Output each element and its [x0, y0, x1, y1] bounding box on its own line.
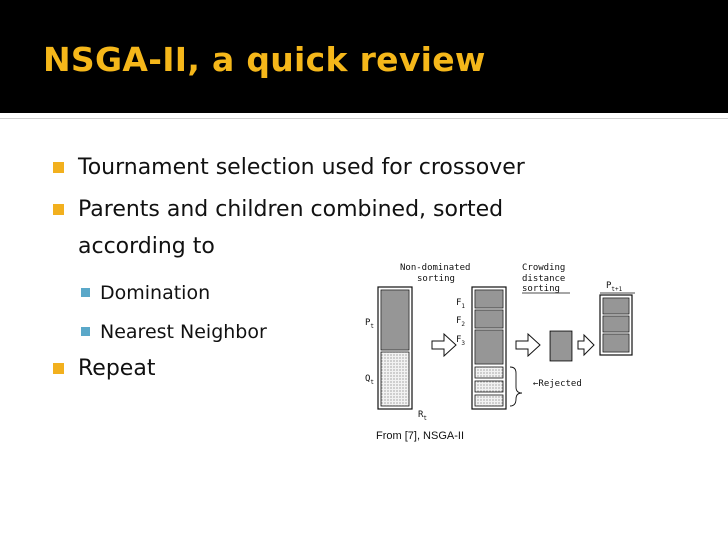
- arrow-right-icon: [577, 333, 595, 357]
- sub-bullet-text: Nearest Neighbor: [100, 321, 267, 343]
- label-non-dominated: Non-dominated: [400, 263, 470, 273]
- label-f1: F1: [456, 298, 465, 310]
- bullet-text: Tournament selection used for crossover: [78, 155, 525, 180]
- label-f3: F3: [456, 335, 465, 347]
- front-f1-block: [474, 289, 504, 309]
- label-crowding: Crowding: [522, 263, 565, 273]
- label-sorting-2: sorting: [522, 284, 560, 294]
- bullet-text: according to: [78, 234, 215, 259]
- label-pt1: Pt+1: [606, 281, 623, 293]
- square-bullet-icon: [81, 327, 90, 336]
- label-sorting: sorting: [417, 274, 455, 284]
- bullet-item: Repeat: [53, 356, 156, 381]
- bullet-text: Parents and children combined, sorted: [78, 197, 504, 222]
- square-bullet-icon: [53, 204, 64, 215]
- label-distance: distance: [522, 274, 565, 284]
- bullet-item: Tournament selection used for crossover: [53, 155, 525, 180]
- pt1-f2-block: [602, 315, 630, 333]
- bullet-item: Parents and children combined, sorted: [53, 197, 504, 222]
- fronts-column: [471, 286, 507, 410]
- slide-title: NSGA-II, a quick review: [43, 40, 486, 79]
- figure-caption: From [7], NSGA-II: [376, 430, 465, 442]
- crowding-block: [549, 330, 573, 362]
- label-rt: Rt: [418, 410, 427, 422]
- rejected-block: [474, 366, 504, 379]
- title-divider: [0, 118, 728, 119]
- sub-bullet-item: Nearest Neighbor: [81, 321, 267, 343]
- label-qt: Qt: [365, 374, 374, 386]
- pt-block: [380, 289, 410, 351]
- arrow-right-icon: [515, 332, 541, 358]
- square-bullet-icon: [53, 162, 64, 173]
- rejected-bracket: [509, 366, 523, 407]
- rejected-block: [474, 380, 504, 393]
- pt1-f1-block: [602, 297, 630, 315]
- label-f2: F2: [456, 316, 465, 328]
- rt-column: [377, 286, 413, 410]
- front-f3-block: [474, 329, 504, 365]
- bullet-continuation: according to: [78, 234, 215, 259]
- label-pt: Pt: [365, 318, 374, 330]
- qt-block: [380, 351, 410, 407]
- square-bullet-icon: [53, 363, 64, 374]
- front-f2-block: [474, 309, 504, 329]
- pt1-f3-block: [602, 333, 630, 353]
- rejected-block: [474, 394, 504, 407]
- square-bullet-icon: [81, 288, 90, 297]
- pt1-column: [599, 294, 633, 356]
- sub-bullet-text: Domination: [100, 282, 211, 304]
- sub-bullet-item: Domination: [81, 282, 211, 304]
- arrow-right-icon: [431, 332, 457, 358]
- title-bar: NSGA-II, a quick review: [0, 0, 728, 113]
- bullet-text: Repeat: [78, 356, 156, 381]
- nsga2-diagram: Non-dominated sorting Crowding distance …: [365, 263, 635, 422]
- label-rejected: ←Rejected: [533, 379, 582, 389]
